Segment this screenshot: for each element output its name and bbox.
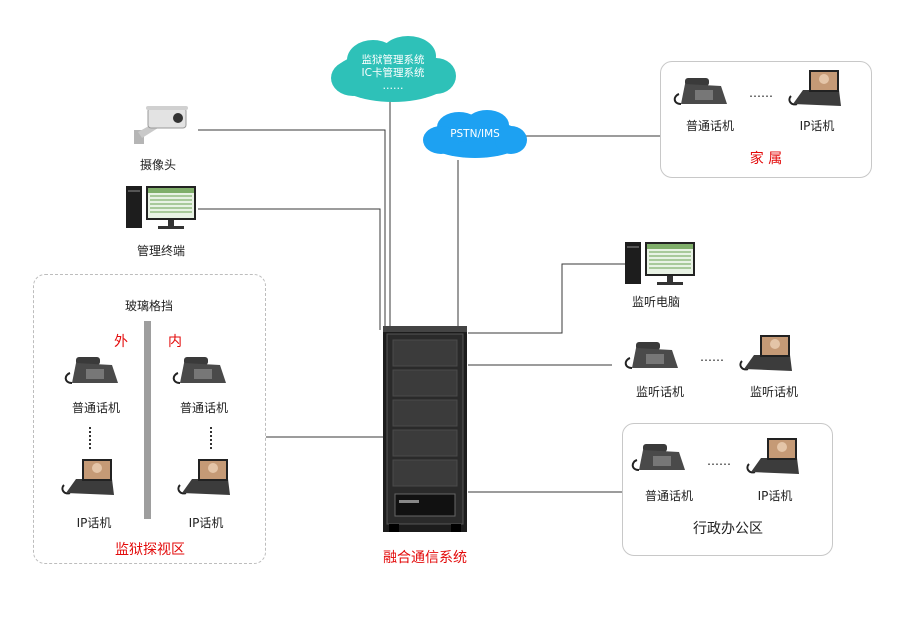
cloud-line-2: IC卡管理系统 [361,67,425,79]
visit-phone-left-label: 普通话机 [71,401,120,415]
visit-area-title: 监狱探视区 [115,542,185,558]
ip-phone-icon [739,335,792,371]
monitor-pc-device [625,240,697,288]
cloud-line-3: …… [382,80,404,92]
glass-label: 玻璃格挡 [124,299,173,313]
family-ip-label: IP话机 [799,119,835,133]
monitor-ip-label: 监听话机 [749,385,798,399]
desk-phone-icon [624,342,678,369]
visit-ip-right-label: IP话机 [188,516,224,530]
vertical-dots-left [89,427,93,449]
computer-icon [625,242,695,285]
monitor-dots: …… [700,350,724,364]
desk-phone-icon [172,357,226,384]
core-server-rack [383,326,467,532]
admin-terminal-label: 管理终端 [136,244,185,258]
core-system-label: 融合通信系统 [383,550,467,566]
monitor-pc-label: 监听电脑 [631,295,680,309]
visit-ip-left-label: IP话机 [76,516,112,530]
ip-phone-icon [177,459,230,495]
camera-icon [134,106,188,144]
visit-area-box: 玻璃格挡 外 内 普通话机 普通话机 IP话机 IP话机 监狱探视区 [33,274,266,564]
cloud-icon [423,110,527,158]
inside-label: 内 [168,334,182,350]
desk-phone-icon [64,357,118,384]
ip-phone-icon [746,438,799,474]
office-dots: …… [707,454,731,468]
vertical-dots-right [210,427,214,449]
ip-phone-icon [61,459,114,495]
camera-device [128,104,198,148]
family-phone-label: 普通话机 [685,119,734,133]
monitor-phone-label: 监听话机 [635,385,684,399]
office-phone-label: 普通话机 [644,489,693,503]
cloud-line-1: 监狱管理系统 [361,54,425,66]
computer-icon [126,186,196,229]
outside-label: 外 [114,334,128,350]
pstn-cloud: PSTN/IMS [421,108,529,160]
glass-partition [144,321,151,519]
desk-phone-icon [673,78,727,105]
prison-system-cloud: 监狱管理系统 IC卡管理系统 …… [328,34,458,106]
office-ip-label: IP话机 [757,489,793,503]
admin-office-box: …… 普通话机 IP话机 行政办公区 [622,423,833,556]
pstn-label: PSTN/IMS [450,128,500,140]
visit-phone-right-label: 普通话机 [179,401,228,415]
family-title: 家 属 [749,151,783,167]
admin-terminal-device [126,184,198,232]
cloud-icon [331,36,456,102]
office-title: 行政办公区 [693,521,763,537]
family-dots: …… [749,86,773,100]
camera-label: 摄像头 [139,158,176,172]
server-rack-icon [383,326,467,532]
family-box: …… 普通话机 IP话机 家 属 [660,61,872,178]
ip-phone-icon [788,70,841,106]
desk-phone-icon [631,444,685,471]
